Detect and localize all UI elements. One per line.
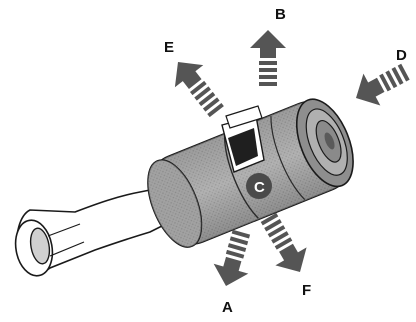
label-e: E: [164, 39, 174, 56]
handle: [11, 188, 170, 279]
label-d: D: [396, 47, 407, 64]
label-f: F: [302, 282, 311, 299]
arrow-f: [253, 208, 316, 281]
label-c: C: [254, 179, 265, 196]
arrow-d: [348, 56, 414, 114]
label-b: B: [275, 6, 286, 23]
arrow-b: [250, 30, 286, 86]
arrow-e: [164, 51, 231, 123]
label-a: A: [222, 299, 233, 316]
